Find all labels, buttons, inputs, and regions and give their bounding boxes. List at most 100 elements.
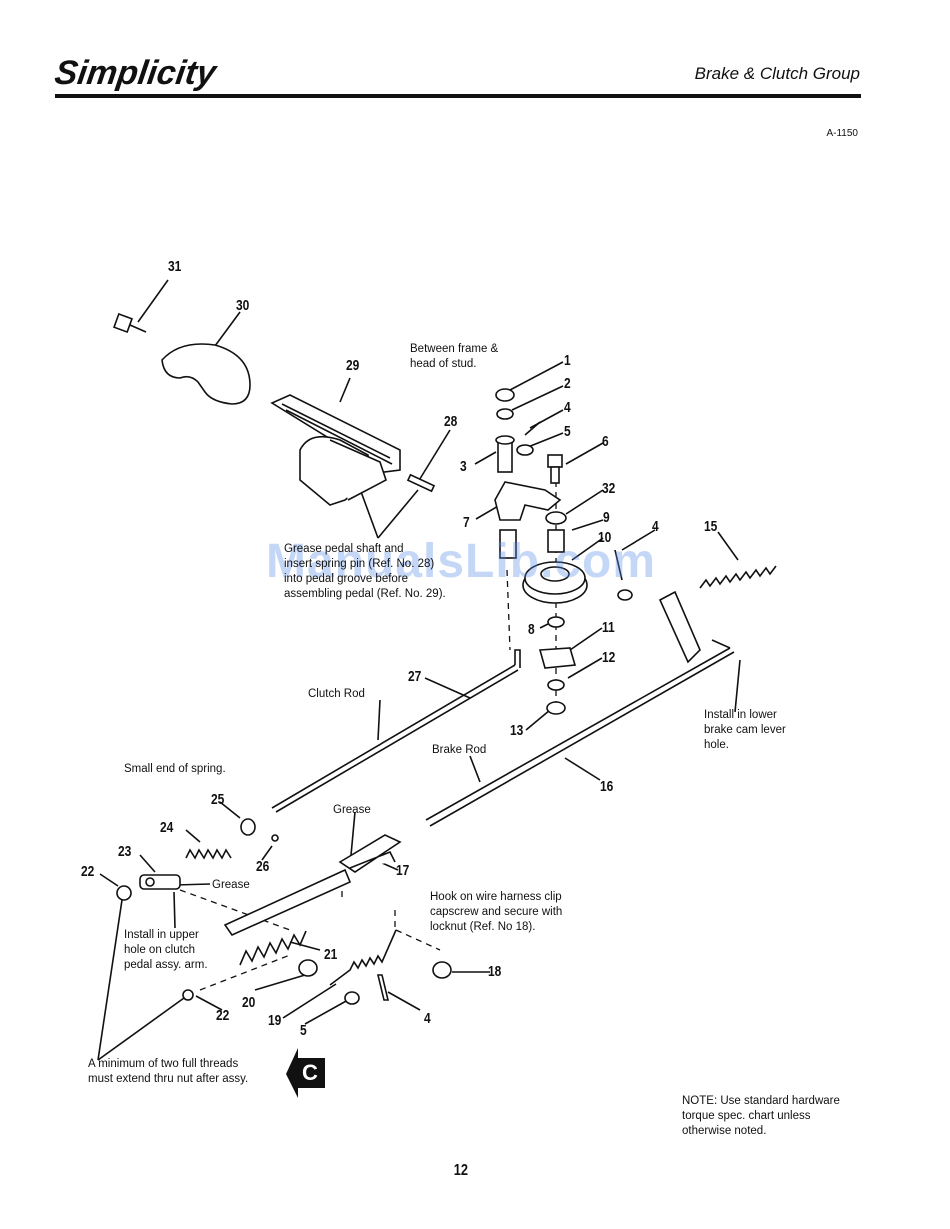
part-22-nut-left <box>116 885 132 901</box>
note-line: otherwise noted. <box>682 1125 767 1137</box>
part-18-locknut <box>432 961 452 979</box>
part-5-washer-top <box>516 444 534 456</box>
callout-28: 28 <box>444 413 458 430</box>
note-line: insert spring pin (Ref. No. 28) <box>284 558 435 570</box>
note-line: Install in upper <box>124 929 199 941</box>
page-number: 12 <box>453 1162 469 1179</box>
callout-5-top: 5 <box>564 423 571 440</box>
callout-10: 10 <box>598 529 612 546</box>
note-line: Install in lower <box>704 709 777 721</box>
note-line: hole. <box>704 739 729 751</box>
part-9-spacer <box>547 529 565 553</box>
callout-26: 26 <box>256 858 270 875</box>
note-line: Grease pedal shaft and <box>284 543 404 555</box>
part-28-spring-pin <box>406 473 436 493</box>
callout-19: 19 <box>268 1012 282 1029</box>
part-29-clutch-pedal <box>270 394 401 506</box>
callout-15: 15 <box>704 518 718 535</box>
part-21-spring <box>239 930 307 966</box>
part-32-washer <box>545 511 567 525</box>
assembly-dashed-lines <box>179 470 557 991</box>
part-5-washer-right <box>617 589 633 601</box>
callout-18: 18 <box>488 963 502 980</box>
callout-22-left: 22 <box>81 863 95 880</box>
callout-30: 30 <box>236 297 250 314</box>
callout-21: 21 <box>324 946 338 963</box>
callout-23: 23 <box>118 843 132 860</box>
part-3-stud <box>495 435 515 473</box>
callout-1: 1 <box>564 352 571 369</box>
callout-4-right: 4 <box>652 518 659 535</box>
note-grease-pedal: Grease pedal shaft and insert spring pin… <box>284 542 446 602</box>
callout-32: 32 <box>602 480 616 497</box>
part-7-idler-bracket <box>494 481 562 521</box>
part-15-brake-spring <box>699 565 777 589</box>
part-4-cotter-pin-top <box>524 421 541 436</box>
callout-11: 11 <box>602 619 615 636</box>
label-brake-rod: Brake Rod <box>432 744 487 756</box>
callout-24: 24 <box>160 819 174 836</box>
note-line: locknut (Ref. No 18). <box>430 921 536 933</box>
note-torque: NOTE: Use standard hardware torque spec.… <box>682 1094 840 1139</box>
part-4-cotter-pin-bottom <box>376 974 390 1001</box>
part-1-nut <box>495 388 515 402</box>
note-line: NOTE: Use standard hardware <box>682 1095 840 1107</box>
part-19-return-spring <box>329 929 397 986</box>
callout-2: 2 <box>564 375 571 392</box>
callout-29: 29 <box>346 357 360 374</box>
part-26-pin <box>271 834 279 842</box>
note-upper-hole: Install in upper hole on clutch pedal as… <box>124 928 208 973</box>
part-12-lockwasher <box>547 679 565 691</box>
callout-7: 7 <box>463 514 470 531</box>
note-small-end: Small end of spring. <box>124 763 226 775</box>
part-20-nut <box>298 959 318 977</box>
part-22-nut-bottom <box>182 989 194 1001</box>
part-4-cotter-pin-right <box>614 549 623 581</box>
callout-25: 25 <box>211 791 225 808</box>
note-line: pedal assy. arm. <box>124 959 208 971</box>
reference-code: A-1150 <box>826 128 858 139</box>
clutch-pedal-arm <box>223 868 352 937</box>
part-27-clutch-rod <box>271 649 521 813</box>
part-24-spring <box>185 848 232 860</box>
note-line: must extend thru nut after assy. <box>88 1073 249 1085</box>
callout-31: 31 <box>168 258 182 275</box>
header-divider <box>55 94 861 98</box>
callout-13: 13 <box>510 722 524 739</box>
part-6-bolt <box>547 454 563 484</box>
part-30-cover-plate <box>161 343 251 405</box>
part-10-idler-pulley <box>522 561 588 604</box>
note-line: hole on clutch <box>124 944 195 956</box>
note-line: brake cam lever <box>704 724 786 736</box>
part-11-bracket <box>538 647 577 669</box>
callout-6: 6 <box>602 433 609 450</box>
note-frame-head: Between frame & head of stud. <box>410 342 498 372</box>
callout-3: 3 <box>460 458 467 475</box>
note-line: A minimum of two full threads <box>88 1058 239 1070</box>
callout-5-bottom: 5 <box>300 1022 307 1039</box>
part-2-washer <box>496 408 514 420</box>
section-tab-c[interactable]: C <box>295 1058 325 1088</box>
note-hook-wire: Hook on wire harness clip capscrew and s… <box>430 890 562 935</box>
part-12-bushing-left <box>499 529 517 559</box>
callout-17: 17 <box>396 862 410 879</box>
note-line: head of stud. <box>410 358 477 370</box>
callout-12: 12 <box>602 649 616 666</box>
label-clutch-rod: Clutch Rod <box>308 688 365 700</box>
note-line: Hook on wire harness clip <box>430 891 562 903</box>
callout-9: 9 <box>603 509 610 526</box>
part-5-washer-bottom <box>344 991 360 1005</box>
note-line: capscrew and secure with <box>430 906 563 918</box>
callout-22-bottom: 22 <box>216 1007 230 1024</box>
part-17-brake-bracket <box>338 834 402 873</box>
part-23-yoke <box>139 874 181 890</box>
note-line: assembling pedal (Ref. No. 29). <box>284 588 446 600</box>
note-lower-brake: Install in lower brake cam lever hole. <box>704 708 786 753</box>
page-title: Brake & Clutch Group <box>694 64 860 83</box>
part-8-washer <box>547 616 565 628</box>
part-31-bolt <box>113 313 147 333</box>
callout-4-top: 4 <box>564 399 571 416</box>
label-grease-left: Grease <box>212 879 250 891</box>
part-16-brake-rod <box>425 639 735 827</box>
